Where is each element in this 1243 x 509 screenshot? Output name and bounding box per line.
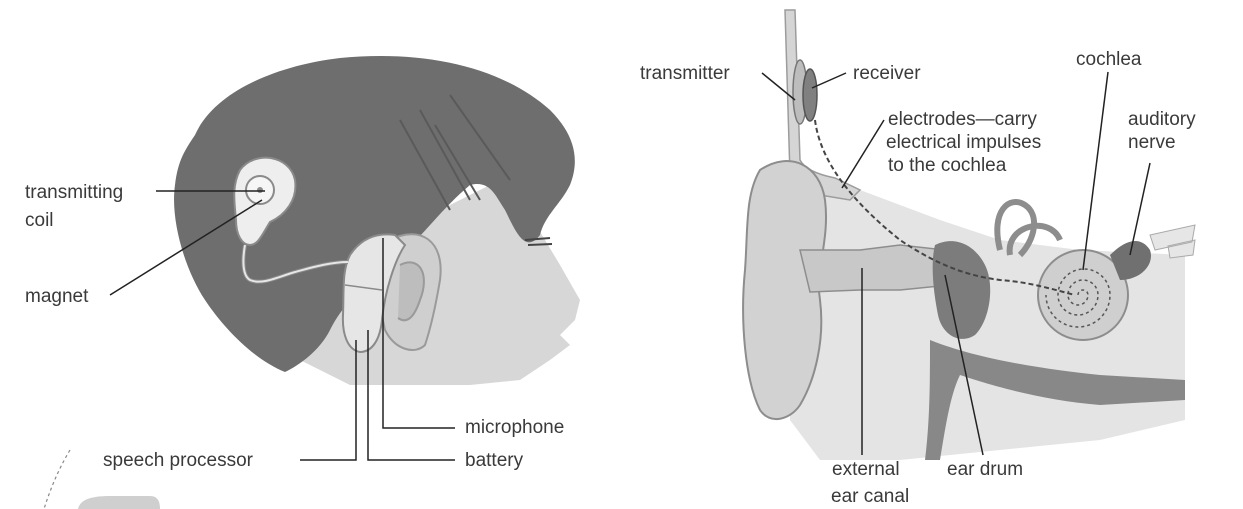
leader-receiver bbox=[812, 73, 846, 88]
label-external-ear-canal: external ear canal bbox=[831, 458, 909, 508]
label-transmitting-coil-line1: transmitting bbox=[25, 181, 123, 204]
label-auditory-nerve-line1: auditory bbox=[1128, 108, 1196, 131]
ear-cross-section-illustration bbox=[743, 10, 1195, 460]
head-tissue bbox=[790, 175, 1185, 460]
label-electrodes-line1: electrodes—carry bbox=[888, 108, 1041, 131]
label-external-ear-canal-line1: external bbox=[832, 458, 909, 481]
label-magnet: magnet bbox=[25, 285, 88, 308]
label-electrodes-line2: electrical impulses bbox=[886, 131, 1041, 154]
label-receiver: receiver bbox=[853, 62, 921, 85]
label-auditory-nerve-line2: nerve bbox=[1128, 131, 1196, 154]
label-auditory-nerve: auditory nerve bbox=[1128, 108, 1196, 154]
grey-tab bbox=[78, 496, 160, 509]
label-electrodes-line3: to the cochlea bbox=[888, 154, 1041, 177]
label-transmitting-coil: transmitting coil bbox=[25, 181, 123, 232]
leader-auditory-nerve bbox=[1130, 163, 1150, 255]
label-transmitter: transmitter bbox=[640, 62, 730, 85]
label-transmitting-coil-line2: coil bbox=[25, 209, 123, 232]
label-microphone: microphone bbox=[465, 416, 564, 439]
label-electrodes: electrodes—carry electrical impulses to … bbox=[888, 108, 1041, 177]
label-ear-drum: ear drum bbox=[947, 458, 1023, 481]
label-cochlea: cochlea bbox=[1076, 48, 1142, 71]
label-external-ear-canal-line2: ear canal bbox=[831, 485, 909, 508]
dashed-curve bbox=[44, 450, 70, 509]
label-battery: battery bbox=[465, 449, 523, 472]
bone-fragments bbox=[1150, 225, 1195, 258]
leader-cochlea bbox=[1083, 72, 1108, 270]
label-speech-processor: speech processor bbox=[103, 449, 253, 472]
receiver-device bbox=[803, 69, 817, 121]
ear-canal bbox=[800, 245, 950, 292]
child-head-illustration bbox=[44, 56, 580, 509]
leader-electrodes bbox=[842, 120, 884, 188]
